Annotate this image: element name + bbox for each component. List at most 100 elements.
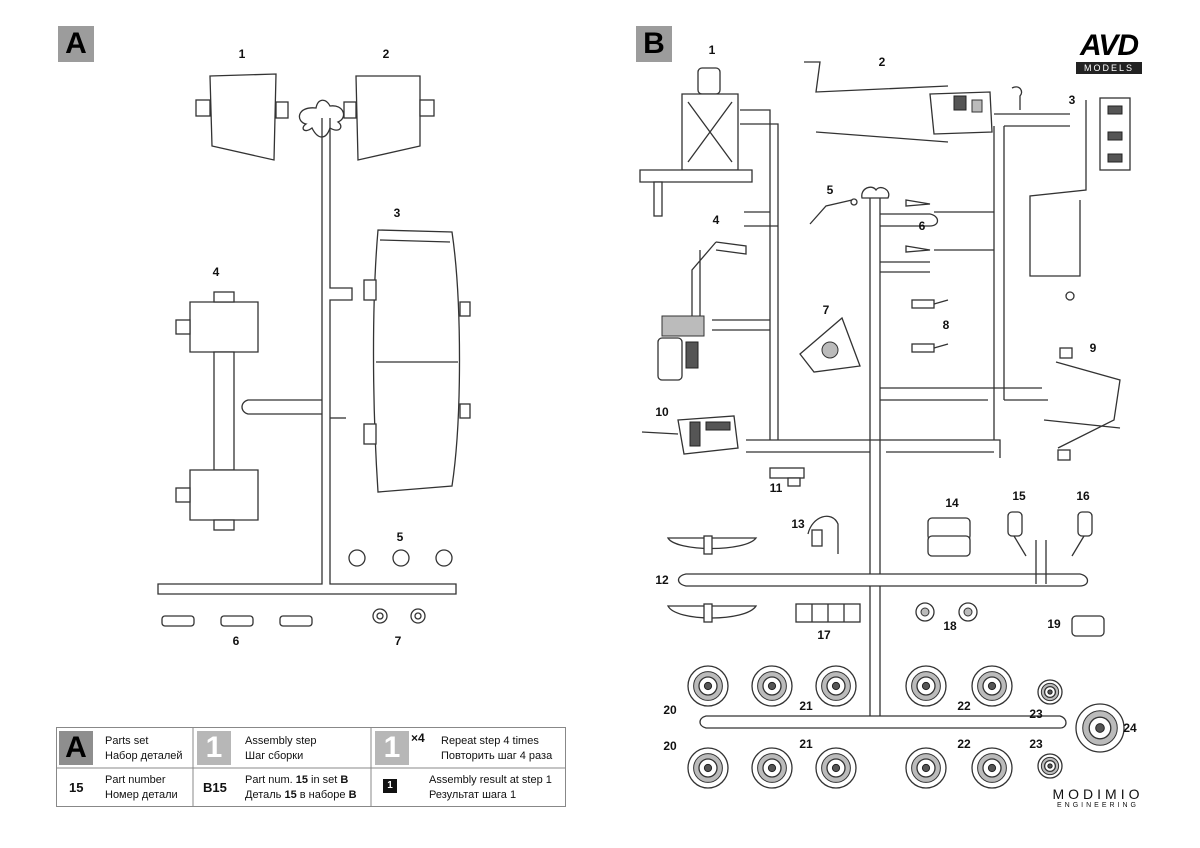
legend-grid — [57, 728, 565, 806]
modimio-sub: ENGINEERING — [1056, 802, 1139, 809]
b-label-1: 1 — [709, 43, 716, 57]
a-label-7: 7 — [395, 634, 402, 648]
b-label-18: 18 — [943, 619, 957, 633]
legend-part-in-set-en-mid: in set — [308, 774, 341, 786]
wheel-5 — [971, 665, 1013, 707]
b-label-21: 21 — [799, 699, 813, 713]
wheel-8 — [751, 747, 793, 789]
sprue-b-part-14 — [927, 517, 971, 557]
parts-set-b-tag: B — [636, 26, 672, 62]
a-label-6: 6 — [233, 634, 240, 648]
legend-part-number-ru: Номер детали — [105, 789, 178, 801]
legend-part-in-set-ru-set: B — [348, 789, 357, 801]
b-label-7: 7 — [823, 303, 830, 317]
logo-sub: MODELS — [1076, 62, 1142, 74]
sprue-b-part-18 — [915, 602, 978, 622]
legend-part-in-set-en-num: 15 — [295, 774, 308, 786]
b-label-22: 22 — [957, 699, 971, 713]
b-label-11: 11 — [770, 481, 783, 495]
legend-assembly-step-text: Assembly step Шаг сборки — [245, 734, 317, 764]
b-label-12: 12 — [655, 573, 669, 587]
legend-assembly-result-text: Assembly result at step 1 Результат шага… — [429, 773, 552, 803]
sprue-b-part-15 — [1007, 511, 1027, 557]
a-label-1: 1 — [239, 47, 246, 61]
legend-part-number-code: 15 — [69, 780, 84, 795]
b-label-15: 15 — [1012, 489, 1026, 503]
sprue-b-part-11 — [769, 467, 805, 487]
legend-part-in-set-code: B15 — [203, 780, 227, 795]
b-label-3: 3 — [1069, 93, 1076, 107]
sprue-a-part-1 — [195, 73, 289, 161]
a-label-3: 3 — [394, 206, 401, 220]
sprue-b-part-17 — [795, 603, 861, 623]
b-label-22: 22 — [957, 737, 971, 751]
b-label-20: 20 — [663, 739, 677, 753]
sprue-b-wheels — [687, 665, 1125, 789]
wheel-1 — [687, 665, 729, 707]
sprue-a-part-6 — [161, 615, 313, 627]
modimio-name: MODIMIO — [1052, 786, 1144, 802]
wheel-13 — [1075, 703, 1125, 753]
legend-assembly-step-ru: Шаг сборки — [245, 750, 304, 762]
b-label-5: 5 — [827, 183, 834, 197]
sprue-b-part-10 — [641, 415, 739, 455]
b-label-24: 24 — [1123, 721, 1137, 735]
b-label-23: 23 — [1029, 707, 1043, 721]
b-label-13: 13 — [791, 517, 805, 531]
legend-assembly-step-en: Assembly step — [245, 735, 317, 747]
sprue-a-part-2 — [343, 75, 435, 161]
sprue-b-part-19 — [1071, 615, 1105, 637]
wheel-2 — [751, 665, 793, 707]
legend-assembly-result-box: 1 — [383, 779, 397, 793]
legend-repeat-step-box: 1 — [375, 731, 409, 765]
b-label-9: 9 — [1090, 341, 1097, 355]
legend-parts-set-en: Parts set — [105, 735, 149, 747]
sprue-b-frame — [677, 86, 1089, 729]
b-label-20: 20 — [663, 703, 677, 717]
legend-repeat-mult: ×4 — [411, 731, 425, 745]
a-label-2: 2 — [383, 47, 390, 61]
legend-parts-set-ru: Набор деталей — [105, 750, 183, 762]
legend-part-in-set-ru-mid: в наборе — [296, 789, 349, 801]
wheel-7 — [687, 747, 729, 789]
legend-part-in-set-ru: Деталь 15 в наборе B — [245, 789, 357, 801]
sprue-a-part-4 — [175, 291, 259, 531]
wheel-3 — [815, 665, 857, 707]
legend-part-in-set-en-set: B — [340, 774, 349, 786]
b-label-4: 4 — [713, 213, 720, 227]
b-label-2: 2 — [879, 55, 886, 69]
sprue-b-part-5 — [809, 198, 858, 225]
wheel-10 — [905, 747, 947, 789]
sprue-a-part-3 — [363, 229, 471, 493]
legend-assembly-step-box: 1 — [197, 731, 231, 765]
sprue-b-part-3 — [1029, 97, 1131, 301]
legend-repeat-step-text: Repeat step 4 times Повторить шаг 4 раза — [441, 734, 552, 764]
legend-part-in-set-en: Part num. 15 in set B — [245, 774, 348, 786]
wheel-9 — [815, 747, 857, 789]
wheel-6 — [1037, 679, 1063, 705]
legend-assembly-result-en: Assembly result at step 1 — [429, 774, 552, 786]
sprue-b-part-7 — [799, 316, 861, 373]
sprue-b-part-1 — [639, 67, 753, 217]
b-label-23: 23 — [1029, 737, 1043, 751]
b-label-21: 21 — [799, 737, 813, 751]
legend-parts-set-box: A — [59, 731, 93, 765]
b-label-16: 16 — [1076, 489, 1090, 503]
logo-brand: AVD — [1079, 29, 1139, 62]
legend-repeat-step-en: Repeat step 4 times — [441, 735, 539, 747]
a-label-4: 4 — [213, 265, 220, 279]
legend-table: A Parts set Набор деталей 1 Assembly ste… — [56, 727, 566, 807]
legend-part-number-text: Part number Номер детали — [105, 773, 178, 803]
legend-assembly-result-ru: Результат шага 1 — [429, 789, 517, 801]
legend-part-in-set-text: Part num. 15 in set B Деталь 15 в наборе… — [245, 773, 357, 803]
sprue-b-part-2 — [804, 61, 993, 143]
wheel-4 — [905, 665, 947, 707]
sprue-b-part-6 — [905, 199, 931, 253]
sprue-a-part-5 — [348, 549, 453, 567]
b-label-6: 6 — [919, 219, 926, 233]
sprue-b-part-16 — [1071, 511, 1093, 557]
sprue-b-part-12 — [666, 535, 758, 623]
b-label-17: 17 — [817, 628, 831, 642]
